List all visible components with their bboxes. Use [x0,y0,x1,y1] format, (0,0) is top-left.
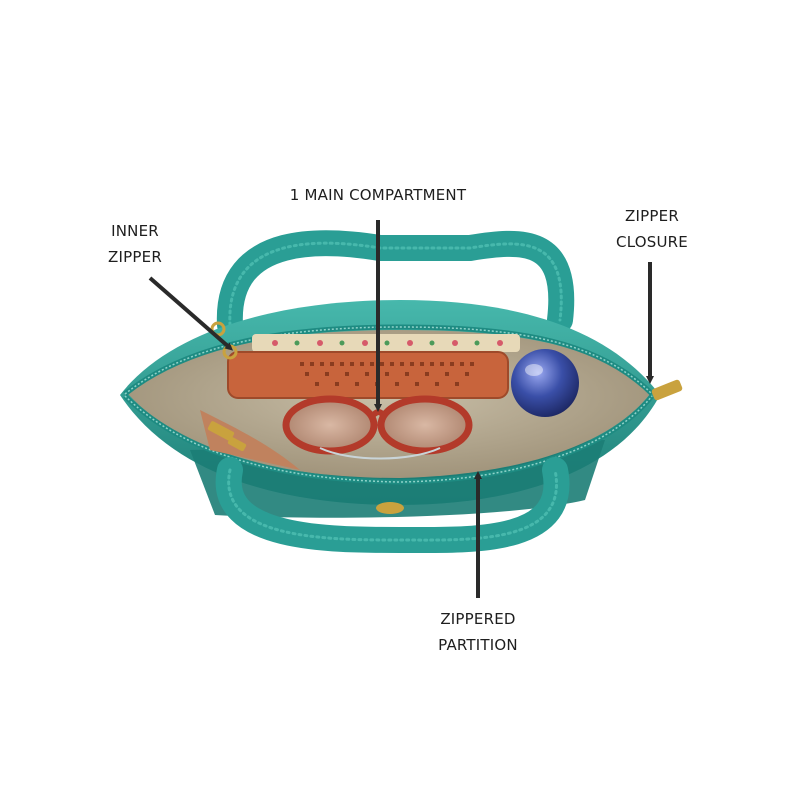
callout-inner-zipper-line-2: ZIPPER [108,248,162,266]
zip-pull-right [651,379,683,401]
callout-zippered-partition-line-1: ZIPPERED [440,610,516,628]
front-pocket [200,410,300,470]
arrow-inner-zipper [148,276,234,351]
logo-stud [376,502,404,514]
callout-zippered-partition: ZIPPERED PARTITION [438,606,518,658]
orange-wallet [227,351,509,399]
blue-ball [511,349,579,417]
callout-zippered-partition-line-2: PARTITION [438,636,518,654]
sunglasses [282,395,473,460]
callout-main-compartment: 1 MAIN COMPARTMENT [290,182,466,208]
callout-inner-zipper: INNER ZIPPER [108,218,162,270]
callout-inner-zipper-line-1: INNER [111,222,159,240]
callout-zipper-closure: ZIPPER CLOSURE [616,203,688,255]
callout-main-compartment-line-1: 1 MAIN COMPARTMENT [289,186,467,204]
callout-zipper-closure-line-1: ZIPPER [625,207,679,225]
callout-zipper-closure-line-2: CLOSURE [616,233,688,251]
pattern-pouch [252,334,520,352]
callout-arrows [148,220,654,598]
front-handles [215,457,570,554]
